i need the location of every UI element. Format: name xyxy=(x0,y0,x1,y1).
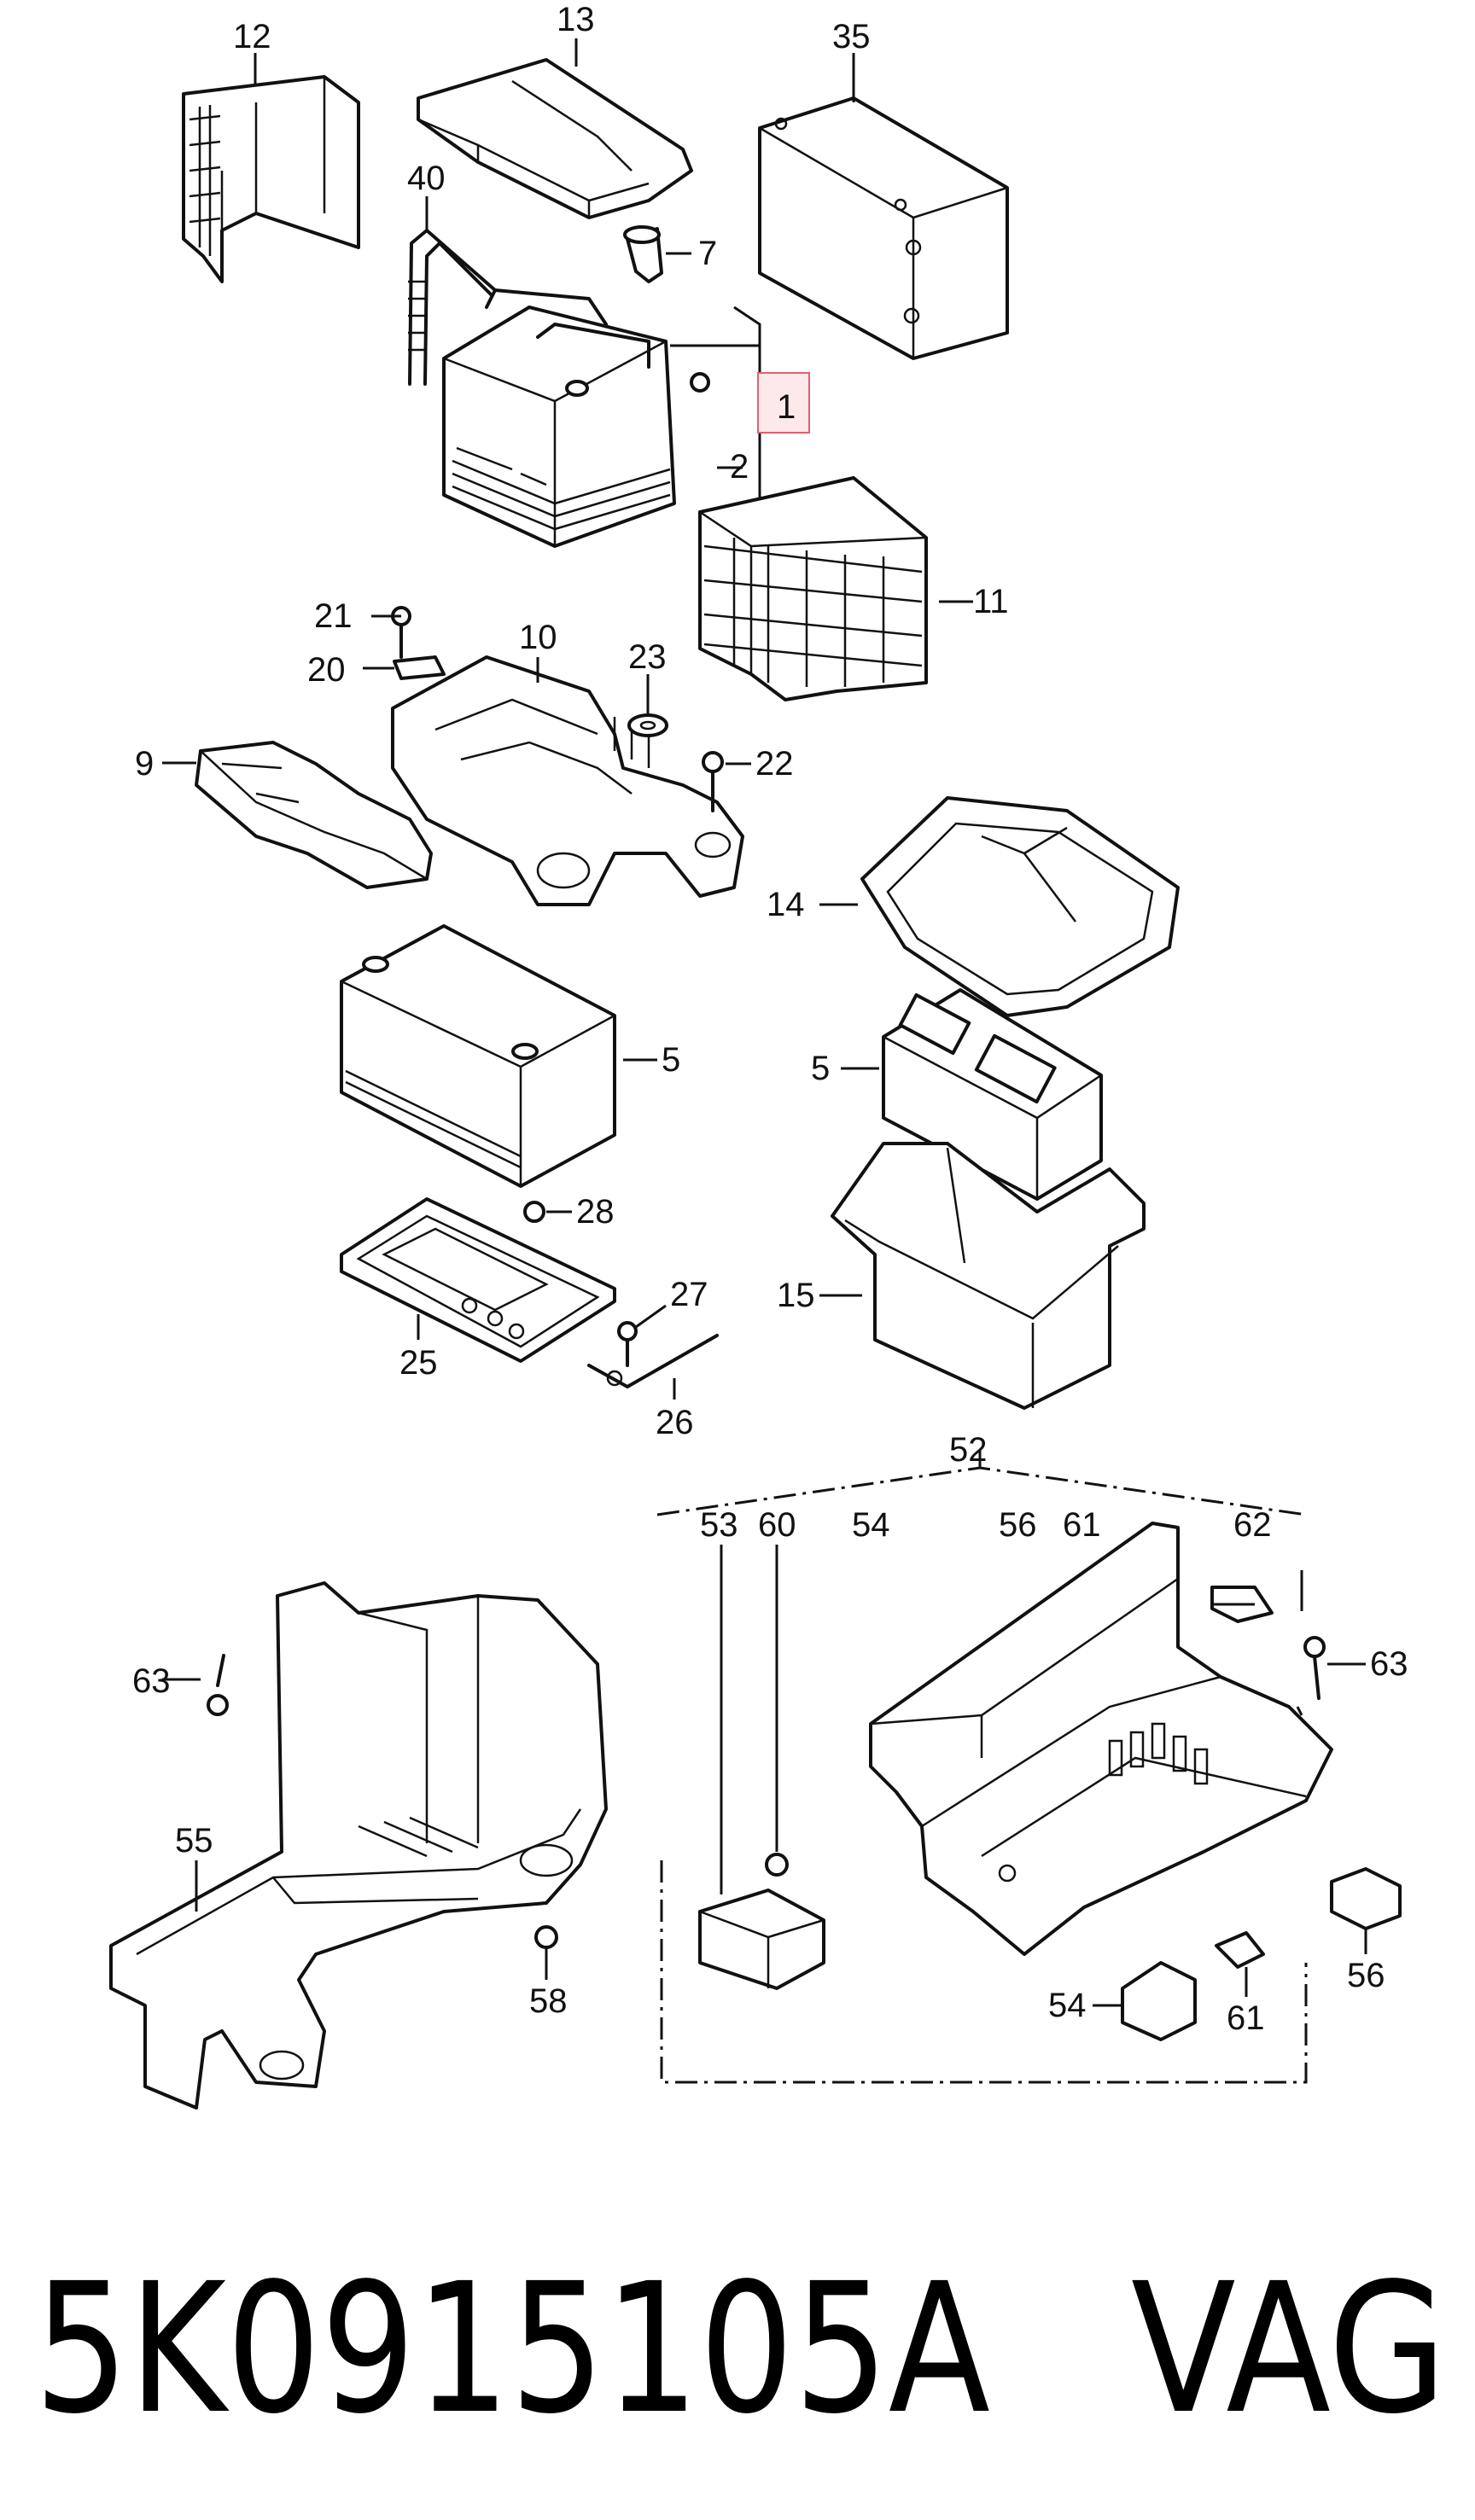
part-20-clip xyxy=(393,655,446,680)
callout-56a: 56 xyxy=(999,1506,1037,1544)
part-63-screw-right xyxy=(1303,1636,1326,1700)
part-13-battery-cover xyxy=(417,58,693,219)
callout-2: 2 xyxy=(730,448,749,486)
part-53-fuse-bracket xyxy=(698,1889,825,1990)
part-60-nut xyxy=(765,1853,789,1877)
callout-52: 52 xyxy=(949,1431,988,1469)
callout-54a: 54 xyxy=(852,1506,890,1544)
part-58-nut xyxy=(534,1925,558,1949)
part-23-nut xyxy=(627,713,668,737)
part-56-relay xyxy=(1330,1867,1402,1930)
callout-40: 40 xyxy=(407,160,446,197)
callout-56b: 56 xyxy=(1347,1957,1385,1994)
part-55-support-frame xyxy=(109,1581,608,2110)
part-25-mounting-plate xyxy=(340,1197,616,1363)
part-2-battery xyxy=(442,288,710,548)
callout-63b: 63 xyxy=(1370,1645,1408,1683)
part-9-tray-insert xyxy=(195,741,433,889)
part-52-fuse-box-group xyxy=(656,1451,1308,2084)
callout-53: 53 xyxy=(700,1506,738,1544)
callout-11: 11 xyxy=(973,583,1009,620)
part-63-screw-left xyxy=(207,1654,229,1716)
part-26-strap xyxy=(587,1334,719,1388)
callout-1: 1 xyxy=(777,388,796,426)
callout-54b: 54 xyxy=(1048,1987,1087,2024)
part-22-bolt xyxy=(702,751,724,812)
callout-28: 28 xyxy=(576,1193,615,1231)
callout-14: 14 xyxy=(767,886,805,923)
callout-22: 22 xyxy=(755,745,794,783)
callout-35: 35 xyxy=(832,18,871,55)
callout-labels: 12 13 35 40 7 1 2 11 21 10 23 20 9 22 14… xyxy=(132,1,1408,2037)
callout-21: 21 xyxy=(314,597,353,635)
callout-58: 58 xyxy=(529,1982,568,2020)
part-5-battery-right xyxy=(882,988,1103,1201)
part-28-nut xyxy=(523,1201,545,1223)
callout-60: 60 xyxy=(758,1506,796,1544)
callout-26: 26 xyxy=(656,1404,694,1441)
part-35-battery-box xyxy=(758,96,1009,360)
part-5-battery-left xyxy=(340,924,616,1188)
brand-name: VAG xyxy=(1131,2244,1447,2453)
callout-62: 62 xyxy=(1233,1506,1272,1544)
part-12-heat-sleeve xyxy=(182,75,360,283)
part-15-battery-box xyxy=(831,1142,1146,1410)
part-number: 5K0915105A xyxy=(34,2244,990,2453)
part-40-vent-hose xyxy=(408,229,497,386)
callout-7: 7 xyxy=(698,235,717,272)
part-54-fuse-carrier xyxy=(869,1522,1333,1956)
part-11-heat-shield xyxy=(698,476,928,701)
callout-5a: 5 xyxy=(662,1041,680,1079)
part-10-battery-tray xyxy=(391,655,744,906)
callout-63a: 63 xyxy=(132,1662,171,1700)
leader-lines xyxy=(162,38,1367,2007)
part-1-bracket xyxy=(670,306,761,531)
callout-12: 12 xyxy=(233,18,271,55)
callout-10: 10 xyxy=(519,619,557,656)
part-27-bolt xyxy=(617,1321,638,1367)
part-14-tray xyxy=(860,796,1180,1017)
callout-61b: 61 xyxy=(1227,1999,1265,2037)
part-54-connector xyxy=(1121,1961,1197,2041)
callout-23: 23 xyxy=(628,638,667,676)
callout-27: 27 xyxy=(670,1276,708,1313)
part-61-clip xyxy=(1215,1931,1265,1969)
callout-55: 55 xyxy=(175,1822,213,1859)
callout-61a: 61 xyxy=(1063,1506,1101,1544)
highlight-box-part-1 xyxy=(757,372,810,434)
callout-9: 9 xyxy=(135,745,154,783)
callout-25: 25 xyxy=(399,1344,438,1382)
callout-5b: 5 xyxy=(811,1050,830,1087)
callout-15: 15 xyxy=(777,1277,815,1314)
callout-20: 20 xyxy=(307,651,346,689)
callout-13: 13 xyxy=(557,1,595,38)
part-7-terminal-cap xyxy=(623,225,663,283)
